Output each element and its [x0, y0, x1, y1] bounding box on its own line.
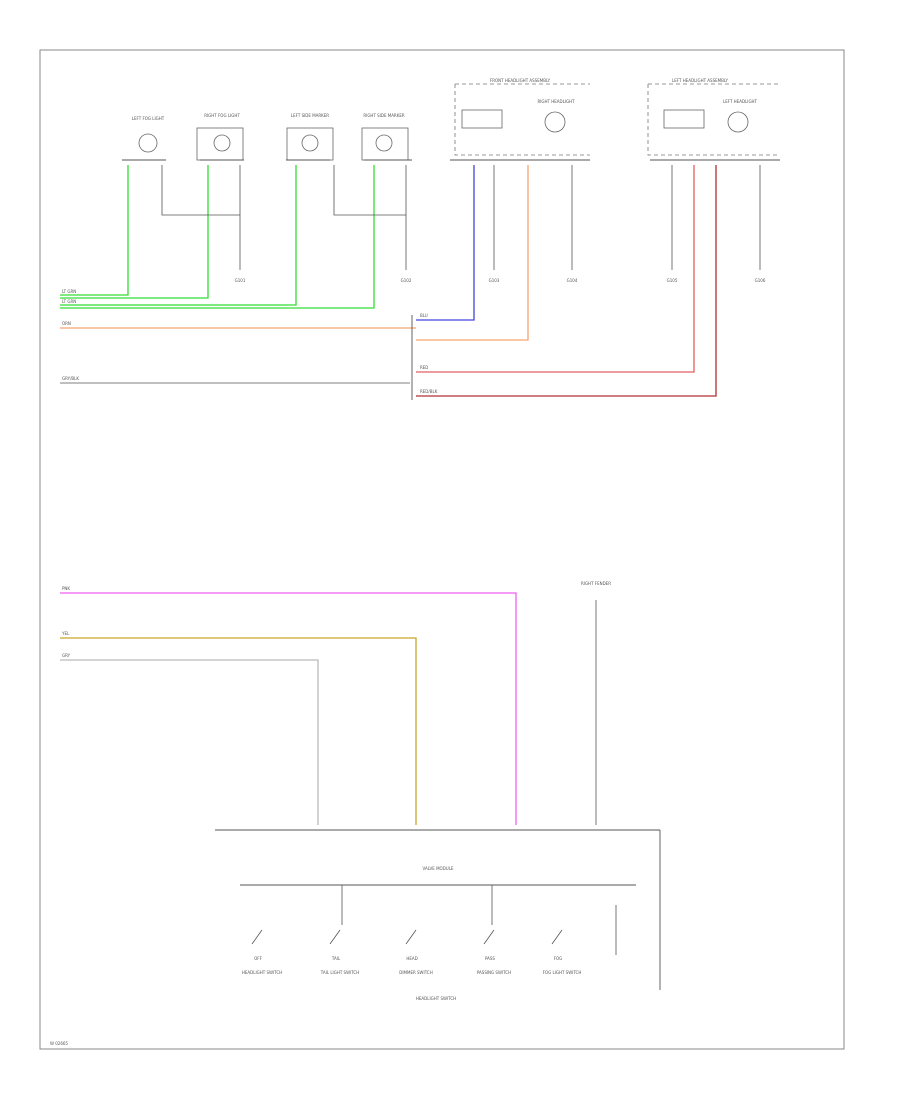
wire-label-blu: BLU: [420, 313, 428, 318]
headlight-switch-label: HEADLIGHT SWITCH: [416, 996, 456, 1001]
right-fender-ground-label: RIGHT FENDER: [581, 581, 611, 586]
right-side-marker: RIGHT SIDE MARKER: [361, 113, 409, 161]
left-headlight-assembly: LEFT HEADLIGHT ASSEMBLY LEFT HEADLIGHT: [647, 78, 780, 161]
svg-text:FOG: FOG: [554, 956, 563, 961]
wire-label-yel: YEL: [61, 631, 70, 636]
green-wires: [60, 165, 375, 309]
switch-5: FOG FOG LIGHT SWITCH: [543, 929, 582, 975]
left-fog-light: LEFT FOG LIGHT: [132, 116, 165, 153]
right-headlight-label: RIGHT HEADLIGHT: [537, 99, 575, 104]
svg-text:FOG LIGHT SWITCH: FOG LIGHT SWITCH: [543, 970, 582, 975]
switch-3: HEAD DIMMER SWITCH: [399, 929, 433, 975]
wire-label-gry-1: GRY/BLK: [62, 376, 79, 381]
wire-label-lt-grn-2: LT GRN: [62, 299, 76, 304]
right-fog-light-label: RIGHT FOG LIGHT: [204, 113, 240, 118]
diagram-frame: [39, 49, 845, 1050]
svg-text:TAIL: TAIL: [331, 956, 341, 961]
left-headlight-assembly-label: LEFT HEADLIGHT ASSEMBLY: [672, 78, 729, 83]
ground-g5: G105: [667, 278, 678, 283]
svg-text:HEAD: HEAD: [406, 956, 417, 961]
svg-text:DIMMER SWITCH: DIMMER SWITCH: [399, 970, 432, 975]
valve-module-label: VALVE MODULE: [423, 866, 454, 871]
svg-text:HEADLIGHT SWITCH: HEADLIGHT SWITCH: [242, 970, 282, 975]
wire-label-red: RED: [420, 365, 428, 370]
valve-module-block: VALVE MODULE: [215, 829, 661, 990]
wire-label-gry-2: GRY: [62, 653, 71, 658]
wire-label-pnk: PNK: [62, 586, 70, 591]
headlight-wires: G103 G104 G105 G106: [60, 165, 766, 400]
svg-text:PASSING SWITCH: PASSING SWITCH: [477, 970, 511, 975]
wire-label-red-blk: RED/BLK: [420, 389, 438, 394]
left-fog-light-label: LEFT FOG LIGHT: [132, 116, 165, 121]
switch-4: PASS PASSING SWITCH: [477, 929, 511, 975]
right-fog-light: RIGHT FOG LIGHT: [196, 113, 244, 161]
switch-2: TAIL TAIL LIGHT SWITCH: [320, 929, 359, 975]
front-headlight-assembly: FRONT HEADLIGHT ASSEMBLY RIGHT HEADLIGHT: [450, 78, 590, 161]
ground-g6: G106: [755, 278, 766, 283]
ground-g1: G101: [235, 278, 246, 283]
right-side-marker-label: RIGHT SIDE MARKER: [363, 113, 404, 118]
left-side-marker: LEFT SIDE MARKER: [286, 113, 334, 161]
ground-g2: G102: [401, 278, 412, 283]
wire-label-orn: ORN: [62, 321, 71, 326]
ground-returns-top: G101 G102: [161, 165, 412, 283]
switch-1: OFF HEADLIGHT SWITCH: [242, 929, 282, 975]
bottom-wires: RIGHT FENDER: [60, 581, 611, 825]
front-headlight-assembly-label: FRONT HEADLIGHT ASSEMBLY: [490, 78, 551, 83]
svg-text:OFF: OFF: [254, 956, 262, 961]
left-headlight-label: LEFT HEADLIGHT: [723, 99, 758, 104]
wire-label-lt-grn-1: LT GRN: [62, 289, 76, 294]
svg-text:TAIL LIGHT SWITCH: TAIL LIGHT SWITCH: [320, 970, 359, 975]
left-side-marker-label: LEFT SIDE MARKER: [291, 113, 329, 118]
headlight-switch-group: OFF HEADLIGHT SWITCH TAIL TAIL LIGHT SWI…: [242, 929, 582, 1001]
ground-g3: G103: [489, 278, 500, 283]
footer-code: W 02665: [50, 1041, 68, 1046]
ground-g4: G104: [567, 278, 578, 283]
svg-text:PASS: PASS: [485, 956, 495, 961]
